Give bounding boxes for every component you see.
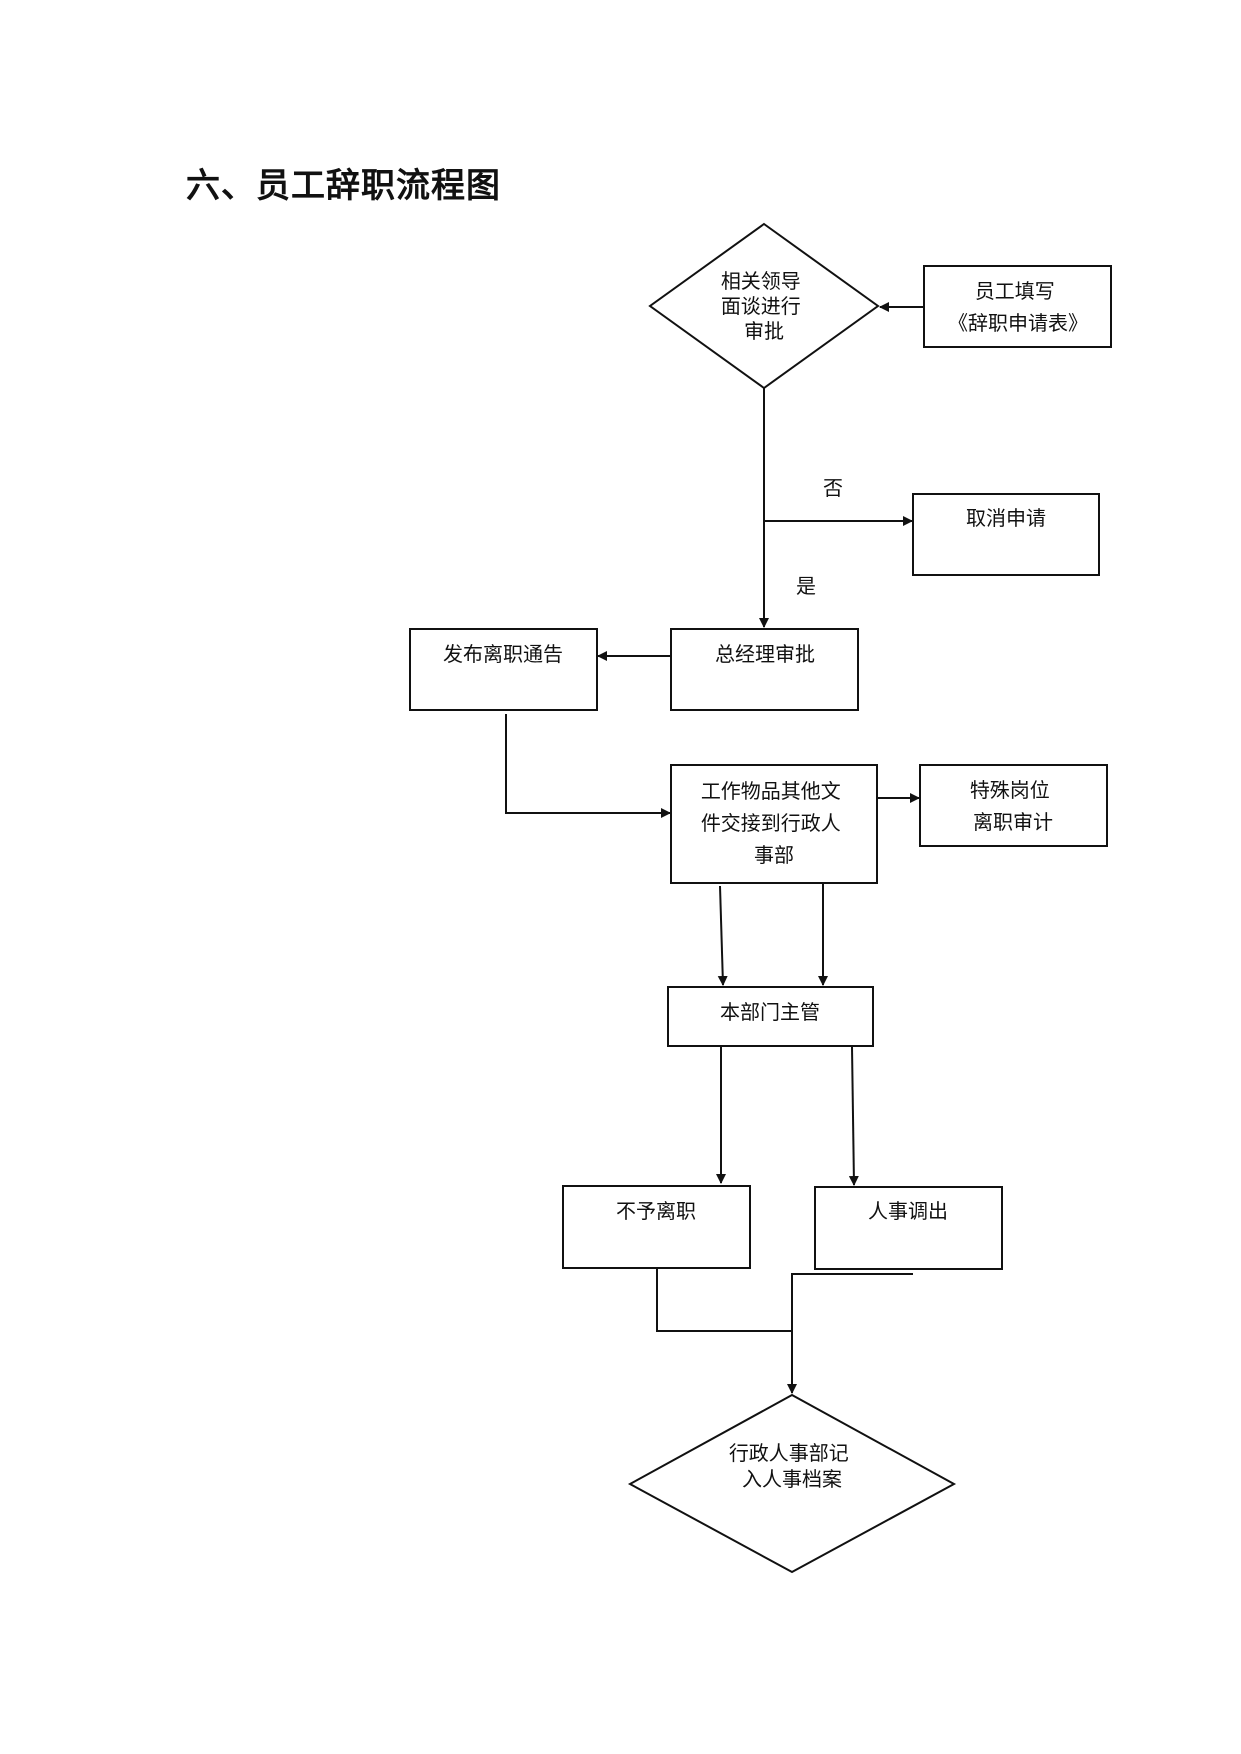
label-transfer: 人事调出 — [868, 1199, 948, 1223]
node-supervisor — [667, 986, 874, 1047]
label-cancel: 取消申请 — [966, 506, 1046, 530]
label-gm-approval: 总经理审批 — [715, 642, 815, 666]
edge-transfer-to-archive — [787, 1273, 913, 1394]
node-archive — [627, 1393, 957, 1574]
edge-supervisor-to-transfer — [848, 1046, 859, 1186]
edge-notice-to-handover — [505, 714, 671, 818]
node-audit — [919, 764, 1108, 847]
edge-label-no: 否 — [823, 476, 843, 500]
label-notice: 发布离职通告 — [443, 642, 563, 666]
label-fill-form: 员工填写 《辞职申请表》 — [948, 279, 1088, 335]
label-handover: 工作物品其他文 件交接到行政人 事部 — [701, 779, 847, 867]
page-title: 六、员工辞职流程图 — [186, 166, 501, 206]
edge-label-yes: 是 — [796, 574, 816, 598]
label-not-leave: 不予离职 — [616, 1199, 696, 1223]
label-supervisor: 本部门主管 — [720, 1000, 820, 1024]
node-transfer — [814, 1186, 1003, 1270]
node-gm-approval — [670, 628, 859, 711]
label-leader-approval: 相关领导 面谈进行 审批 — [721, 269, 807, 343]
node-notice — [409, 628, 598, 711]
node-not-leave — [562, 1185, 751, 1269]
node-leader-approval — [648, 222, 880, 390]
edges — [505, 302, 924, 1394]
label-archive: 行政人事部记 入人事档案 — [729, 1441, 855, 1491]
edge-not-leave-merge — [656, 1269, 792, 1332]
edge-handover-to-supervisor-left — [717, 885, 728, 986]
node-handover — [670, 764, 878, 884]
node-cancel — [912, 493, 1100, 576]
label-audit: 特殊岗位 离职审计 — [970, 778, 1056, 834]
node-fill-form — [923, 265, 1112, 348]
